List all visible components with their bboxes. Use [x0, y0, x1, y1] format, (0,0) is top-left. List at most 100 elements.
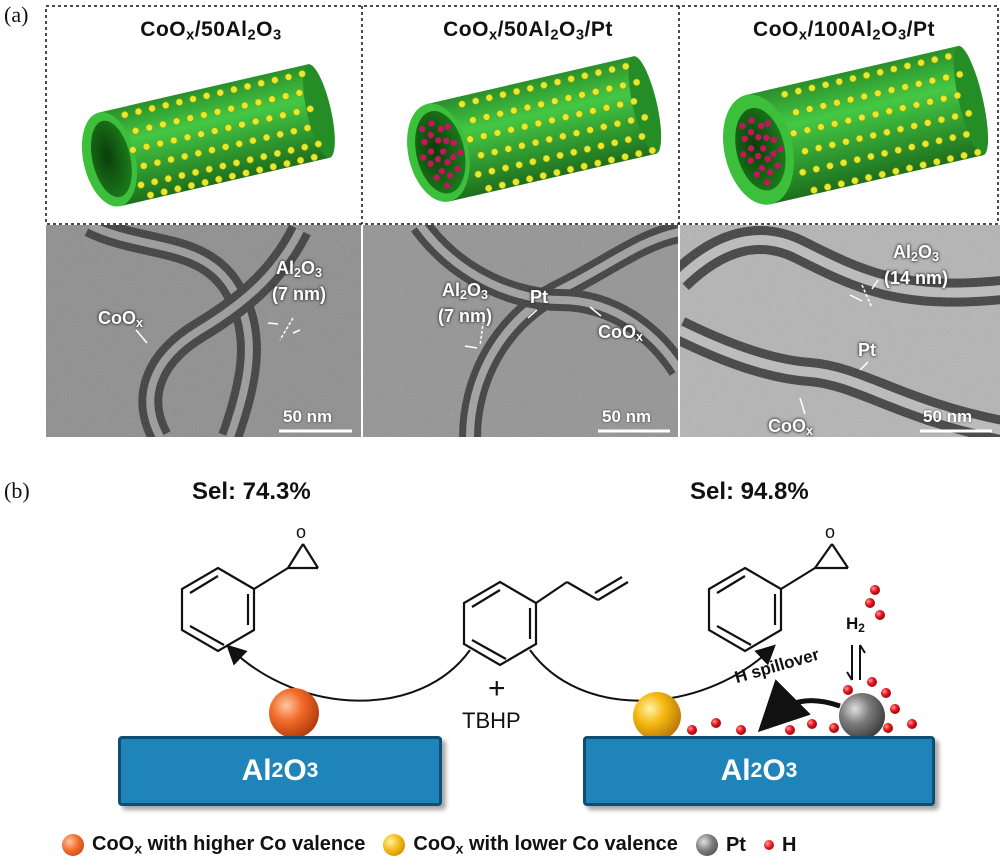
nanoparticle-dot [211, 127, 219, 135]
nanoparticle-dot [499, 90, 507, 99]
nanoparticle-dot [613, 119, 622, 128]
nanoparticle-dot [901, 83, 909, 91]
header-3-p3: 2 [872, 27, 882, 44]
nanoparticle-dot [545, 135, 553, 144]
header-3-p5: 3 [897, 27, 907, 44]
nanoparticle-dot [828, 141, 836, 149]
nanoparticle-dot [498, 181, 506, 189]
nanoparticle-dot [303, 124, 312, 132]
schematic-frame [45, 5, 999, 225]
nanoparticle-dot [605, 84, 614, 93]
styrene-molecule [462, 576, 629, 667]
pt-nanoparticle-dot [444, 159, 451, 166]
legend-coox-low-text: CoOx with lower Co valence [413, 833, 678, 857]
epoxide-oxygen-right: o [825, 522, 835, 542]
h2-label: H2 [846, 614, 865, 635]
nanoparticle-dot [269, 163, 277, 171]
column-header-2: CoOx/50Al2O3/Pt [363, 18, 693, 44]
nanoparticle-dot [150, 178, 159, 186]
nanoparticle-dot [134, 107, 143, 116]
nanoparticle-dot [276, 130, 284, 139]
nanoparticle-dot [962, 130, 971, 139]
pt-nanoparticle-dot [421, 138, 428, 146]
nanoparticle-dot [510, 106, 518, 115]
legend-pt-text: Pt [725, 833, 746, 856]
nanoparticle-dot [208, 146, 216, 154]
pt-nanoparticle-dot [766, 169, 774, 176]
nanoparticle-dot [131, 127, 140, 135]
nanoparticle-dot [224, 124, 233, 132]
nanotube-3-pt-dots [739, 117, 784, 186]
nanoparticle-dot [148, 104, 156, 113]
nanoparticle-dot [493, 129, 502, 137]
pt-particle [839, 693, 885, 739]
legend: CoOx with higher Co valence CoOx with lo… [62, 830, 982, 860]
pt-nanoparticle-dot [739, 122, 746, 130]
nanotube-schematic-1 [81, 64, 335, 207]
legend-item-coox-high: CoOx with higher Co valence [62, 833, 365, 857]
nanoparticle-dot [937, 115, 946, 124]
nanoparticle-dot [242, 169, 250, 177]
nanoparticle-dot [490, 148, 499, 156]
pt-nanoparticle-dot [434, 156, 442, 163]
pt-nanoparticle-dot [753, 171, 760, 178]
nanoparticle-dot [635, 149, 643, 158]
legend-item-coox-low: CoOx with lower Co valence [383, 833, 678, 857]
nanoparticle-dot [812, 165, 821, 173]
header-3-p0: CoO [753, 18, 799, 41]
nanoparticle-dot [515, 161, 523, 169]
tem1-al2o3-label: Al2O3(7 nm) [272, 258, 326, 305]
nanoparticle-dot [855, 134, 864, 143]
tem-borders [361, 225, 680, 437]
nanoparticle-dot [789, 129, 798, 137]
nanoparticle-dot [561, 113, 570, 121]
header-1-p4: O [256, 18, 274, 41]
nanoparticle-dot [956, 70, 964, 79]
pt-nanoparticle-dot [741, 135, 748, 143]
nanoparticle-dot [213, 108, 222, 116]
nanoparticle-dot [853, 155, 861, 164]
tbhp-label: TBHP [462, 708, 521, 733]
tem3-pt-label: Pt [858, 340, 876, 360]
pt-nanoparticle-dot [774, 162, 781, 169]
nanoparticle-dot [871, 110, 880, 119]
nanoparticle-dot [876, 68, 884, 76]
tem2-pt-label: Pt [530, 287, 548, 307]
nanoparticle-dot [564, 94, 573, 102]
nanoparticle-dot [488, 167, 496, 175]
nanoparticle-dot [260, 152, 268, 161]
nanoparticle-dot [191, 168, 200, 177]
nanotube-3-dots [780, 52, 982, 194]
nanoparticle-dot [271, 76, 279, 84]
nanoparticle-dot [265, 114, 274, 123]
nanoparticle-dot [819, 102, 827, 110]
nanoparticle-dot [887, 86, 896, 94]
nanoparticle-dot [594, 159, 602, 167]
nanoparticle-dot [314, 140, 323, 148]
pt-nanoparticle-dot [454, 165, 461, 173]
nanoparticle-dot [292, 108, 301, 116]
nanoparticle-dot [591, 88, 600, 96]
nanoparticle-dot [894, 146, 902, 154]
pt-nanoparticle-dot [763, 179, 771, 186]
header-2-p3: 2 [550, 27, 559, 44]
header-3-p6: /Pt [906, 18, 935, 41]
pt-nanoparticle-dot [427, 160, 434, 167]
tem-image-1 [46, 225, 362, 437]
nanoparticle-dot [607, 156, 616, 164]
nanoparticle-dot [641, 113, 649, 122]
nanoparticle-dot [880, 149, 889, 158]
nanoparticle-dot [142, 142, 151, 151]
nanoparticle-dot [162, 101, 170, 110]
nanoparticle-dot [518, 142, 526, 150]
nanoparticle-dot [965, 109, 973, 118]
nanoparticle-dot [542, 154, 551, 163]
nanoparticle-dot [466, 135, 474, 143]
pt-nanoparticle-dot [760, 145, 767, 152]
nanoparticle-dot [553, 168, 561, 177]
nanoparticle-dot [869, 131, 877, 140]
nanoparticle-dot [485, 94, 494, 102]
nanoparticle-dot [924, 119, 932, 127]
nanoparticle-dot [589, 107, 597, 115]
